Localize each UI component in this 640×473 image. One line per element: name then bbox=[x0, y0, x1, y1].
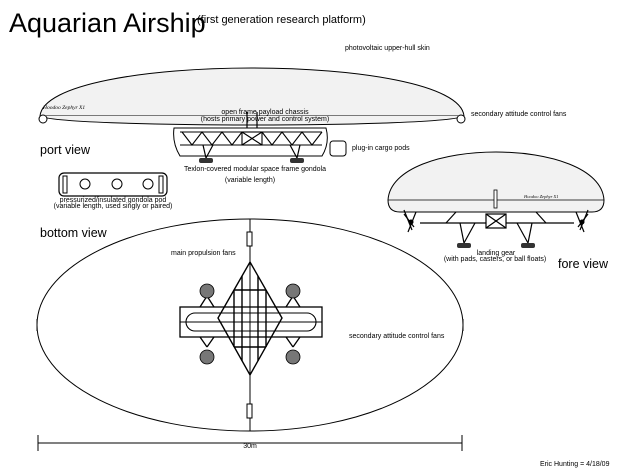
bottom-view-label: bottom view bbox=[40, 226, 107, 240]
credit-label: Eric Hunting = 4/18/09 bbox=[540, 461, 610, 468]
main-propulsion-fan bbox=[285, 349, 301, 365]
port-gondola bbox=[173, 127, 328, 157]
port-fan-rear bbox=[38, 114, 48, 124]
hull-name-fore: Hoodoo Zephyr X1 bbox=[524, 194, 559, 199]
cargo-pod-icon bbox=[329, 140, 347, 157]
pod-window bbox=[142, 178, 154, 190]
port-view-drawing bbox=[38, 67, 466, 163]
pv-skin-label: photovoltaic upper-hull skin bbox=[345, 45, 430, 52]
secondary-fans-port-label: secondary attitude control fans bbox=[471, 111, 567, 118]
port-view-label: port view bbox=[40, 143, 91, 157]
fore-pad-left bbox=[457, 243, 471, 248]
gondola-label-line1: Texlon-covered modular space frame gondo… bbox=[183, 166, 327, 173]
port-hull-lower bbox=[39, 115, 465, 126]
landing-gear-label-line1: landing gear bbox=[476, 250, 516, 257]
bottom-view-drawing bbox=[36, 218, 464, 432]
port-fan-front bbox=[456, 114, 466, 124]
pod-label-line2: (variable length, used singly or paired) bbox=[53, 203, 173, 210]
port-hull bbox=[39, 67, 465, 117]
main-propulsion-fan bbox=[199, 349, 215, 365]
main-propulsion-fan bbox=[199, 283, 215, 299]
dimension-label: 30m bbox=[243, 443, 257, 450]
fore-fan-right bbox=[579, 219, 585, 225]
chassis-label-line1: open frame payload chassis bbox=[221, 109, 309, 116]
pod-label-line1: pressurized/insulated gondola pod bbox=[59, 197, 167, 204]
dimension-line bbox=[37, 435, 463, 451]
gondola-pod-drawing bbox=[58, 172, 168, 197]
port-pad-front bbox=[290, 158, 304, 163]
fore-view-label: fore view bbox=[558, 257, 609, 271]
chassis-label-line2: (hosts primary power and control system) bbox=[200, 116, 330, 123]
page-subtitle: (first generation research platform) bbox=[197, 14, 366, 26]
pod-window bbox=[111, 178, 123, 190]
secondary-fans-bottom-label: secondary attitude control fans bbox=[349, 333, 445, 340]
fore-view-drawing bbox=[387, 151, 605, 248]
fore-fan-left bbox=[408, 219, 414, 225]
hull-name-port: Hoodoo Zephyr X1 bbox=[43, 105, 86, 111]
port-pad-rear bbox=[199, 158, 213, 163]
main-fans-label: main propulsion fans bbox=[171, 250, 236, 257]
page-title: Aquarian Airship bbox=[9, 8, 206, 38]
main-propulsion-fan bbox=[285, 283, 301, 299]
pod-window bbox=[79, 178, 91, 190]
fore-pad-right bbox=[521, 243, 535, 248]
landing-gear-label-line2: (with pads, casters, or ball floats) bbox=[443, 256, 547, 263]
cargo-pods-label: plug-in cargo pods bbox=[352, 145, 410, 152]
gondola-label-line2: (variable length) bbox=[224, 177, 276, 184]
